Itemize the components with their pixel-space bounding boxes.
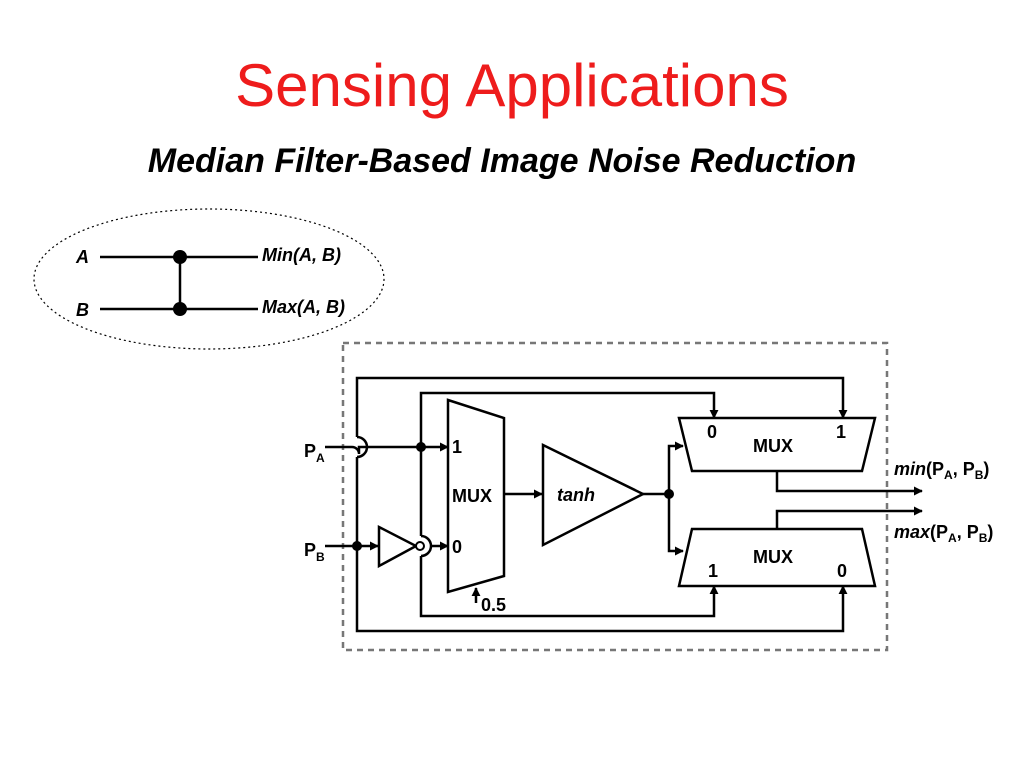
comparator-symbol: A B Min(A, B) Max(A, B) bbox=[33, 208, 385, 350]
wire-inner-loop-top bbox=[419, 391, 719, 447]
mux-left-in0: 0 bbox=[452, 537, 462, 557]
mux-left-label: MUX bbox=[452, 486, 492, 506]
mux-bottom-label: MUX bbox=[753, 547, 793, 567]
input-b-label: B bbox=[76, 300, 89, 320]
wire-inner-loop-bottom bbox=[419, 447, 714, 618]
input-pa-label: PA bbox=[304, 441, 325, 465]
wire-select-bottom bbox=[667, 494, 684, 556]
output-min-label: Min(A, B) bbox=[262, 245, 341, 265]
comparator-boundary bbox=[33, 208, 385, 350]
inverter-bubble bbox=[415, 541, 425, 551]
output-max-fn-label: max(PA, PB) bbox=[894, 522, 993, 545]
slide-title: Sensing Applications bbox=[235, 52, 789, 119]
tanh-label: tanh bbox=[557, 485, 595, 505]
wire-out-min bbox=[775, 471, 923, 496]
tanh-amplifier bbox=[541, 442, 646, 548]
output-min-fn-label: min(PA, PB) bbox=[894, 459, 989, 482]
comparator-circuit: MUX 1 0 0.5 tanh 0 MUX 1 MUX 1 0 PA PB m… bbox=[304, 341, 993, 652]
wire-outer-loop bbox=[355, 376, 843, 546]
output-max-label: Max(A, B) bbox=[262, 297, 345, 317]
wire-out-max bbox=[775, 506, 923, 529]
input-pb-label: PB bbox=[304, 540, 325, 564]
mux-top bbox=[677, 416, 877, 473]
slide-subtitle: Median Filter-Based Image Noise Reductio… bbox=[147, 142, 857, 180]
input-a-label: A bbox=[75, 247, 89, 267]
node-b bbox=[173, 302, 187, 316]
select-value: 0.5 bbox=[481, 595, 506, 615]
mux-bottom bbox=[677, 527, 877, 588]
jumper-pa-hump bbox=[356, 435, 369, 459]
mux-top-in0: 0 bbox=[707, 422, 717, 442]
node-pb bbox=[352, 541, 362, 551]
inverter-gate bbox=[377, 524, 419, 569]
mux-bottom-in1: 1 bbox=[708, 561, 718, 581]
mux-left-in1: 1 bbox=[452, 437, 462, 457]
mux-bottom-in0: 0 bbox=[837, 561, 847, 581]
wire-select-top bbox=[667, 441, 684, 494]
circuit-boundary bbox=[341, 341, 889, 652]
mux-top-label: MUX bbox=[753, 436, 793, 456]
mux-left bbox=[446, 398, 506, 594]
wire-outer-loop-bottom bbox=[355, 546, 848, 633]
wire-pa-input bbox=[325, 442, 449, 455]
mux-top-in1: 1 bbox=[836, 422, 846, 442]
node-a bbox=[173, 250, 187, 264]
